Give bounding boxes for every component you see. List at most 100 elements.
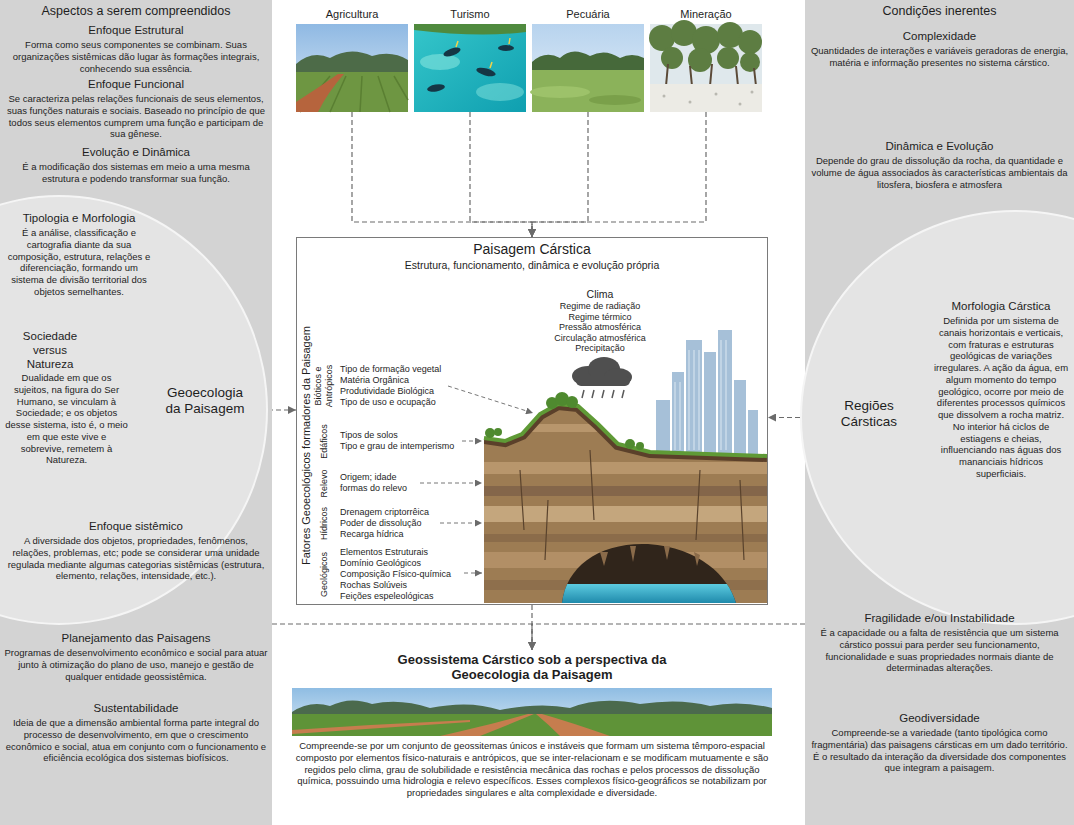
- section-heading: Dinâmica e Evolução: [809, 140, 1070, 154]
- aspects-panel: Geoecologia da Paisagem Aspectos a serem …: [0, 0, 272, 825]
- city-skyline: [718, 330, 732, 458]
- factor-item: Produtividade Biológica: [340, 386, 480, 397]
- box-title: Paisagem Cárstica: [297, 241, 767, 258]
- dashed-connector: [532, 624, 805, 650]
- karst-block: [636, 442, 644, 450]
- section-heading: Sociedade versus Natureza: [10, 330, 90, 371]
- rain-cloud: [572, 357, 632, 386]
- mining-photo: [689, 101, 692, 104]
- karst-block: [484, 534, 767, 542]
- photo-tile: Pecuária: [532, 8, 644, 112]
- section-heading: Enfoque Estrutural: [4, 24, 268, 38]
- city-skyline: [704, 352, 716, 458]
- city-skyline: [656, 400, 670, 458]
- tourism-photo: [456, 38, 510, 68]
- agriculture-photo: [296, 24, 408, 112]
- factor-item: Domínio Geológicos: [340, 558, 480, 569]
- karst-block: [484, 404, 767, 603]
- karst-block: [484, 462, 767, 474]
- section-text: É a análise, classificação e cartografia…: [4, 227, 154, 298]
- dashed-connector: [532, 112, 706, 237]
- livestock-photo: [530, 86, 590, 98]
- tourism-photo: [427, 83, 446, 93]
- section-text: Forma como seus componentes se combinam.…: [4, 39, 268, 74]
- factor-leader-lines: [464, 573, 482, 574]
- section-text: Quantidades de interações e variáveis ge…: [809, 45, 1070, 69]
- dashed-connector: [268, 409, 296, 410]
- mining-photo: [717, 47, 739, 69]
- city-skyline: [675, 340, 726, 450]
- rain-cloud: [576, 376, 630, 386]
- section-text: É a modificação dos sistemas em meio a u…: [4, 161, 268, 185]
- factor-category: Bióticos e Antrópicos: [313, 358, 335, 414]
- mining-photo: [649, 20, 762, 72]
- section-heading: Morfologia Cárstica: [933, 300, 1069, 314]
- section-heading: Evolução e Dinâmica: [4, 146, 268, 160]
- panorama-photo: [292, 714, 772, 736]
- section-heading: Enfoque sistêmico: [4, 520, 268, 534]
- karst-block: [484, 404, 767, 456]
- section-heading: Enfoque Funcional: [4, 78, 268, 92]
- karst-landscape-box: Paisagem CársticaEstrutura, funcionament…: [296, 237, 768, 605]
- livestock-photo: [530, 24, 644, 112]
- dashed-connector: [470, 112, 532, 237]
- karst-block: [484, 404, 767, 456]
- dashed-connector: [768, 417, 800, 418]
- section-heading: Geodiversidade: [809, 712, 1070, 726]
- section-heading: Planejamento das Paisagens: [4, 632, 268, 646]
- factor-item: Tipo de formação vegetal: [340, 364, 480, 375]
- circle-label: Geoecologia da Paisagem: [160, 385, 250, 417]
- livestock-photo: [532, 24, 644, 112]
- factor-item: Tipo e grau de intemperismo: [340, 441, 480, 452]
- climate-factor: Circulação atmosférica: [520, 333, 680, 344]
- mining-photo: [650, 24, 762, 112]
- tourism-photo: [414, 24, 526, 35]
- tourism-photo: [414, 24, 526, 112]
- climate-factor: Regime térmico: [520, 312, 680, 323]
- factor-item: Elementos Estruturais: [340, 547, 480, 558]
- mining-photo: [649, 20, 762, 112]
- karst-block: [484, 506, 767, 522]
- karst-block: [484, 404, 767, 604]
- karst-block: [520, 450, 744, 560]
- factor-leader-lines: [420, 386, 533, 573]
- city-skyline: [734, 380, 746, 458]
- panel-heading: Aspectos a serem compreendidos: [4, 4, 268, 19]
- climate-factor: Regime de radiação: [520, 301, 680, 312]
- photo-caption: Pecuária: [532, 8, 644, 21]
- section-text: Ideia de que a dimensão ambiental forma …: [4, 717, 268, 764]
- rain-cloud: [572, 357, 632, 398]
- section-text: Dualidade em que os sujeitos, na figura …: [4, 372, 129, 466]
- circle-label: Regiões Cársticas: [824, 398, 914, 430]
- factor-item: Rochas Solúveis: [340, 580, 480, 591]
- mining-photo: [751, 91, 754, 94]
- tourism-photo: [475, 66, 496, 78]
- tourism-photo: [442, 46, 461, 59]
- panel-heading: Condições inerentes: [809, 4, 1070, 19]
- section-text: A diversidade dos objetos, propriedades,…: [4, 535, 268, 582]
- mining-photo: [650, 84, 762, 112]
- photo-caption: Turismo: [414, 8, 526, 21]
- factor-leader-lines: [448, 386, 533, 413]
- panorama-photo: [440, 714, 534, 736]
- tourism-photo: [420, 54, 460, 70]
- mining-photo: [661, 47, 683, 69]
- factor-item: Tipo de uso e ocupação: [340, 397, 480, 408]
- mining-photo: [666, 64, 756, 86]
- karst-block: [600, 546, 700, 566]
- section-heading: Complexidade: [809, 30, 1070, 44]
- mining-photo: [738, 30, 762, 54]
- section-text: Definida por um sistema de canais horizo…: [933, 315, 1069, 480]
- karst-block: [566, 396, 578, 408]
- factor-category: Relevo: [319, 453, 330, 513]
- section-heading: Fragilidade e/ou Instabilidade: [809, 612, 1070, 626]
- livestock-photo: [589, 95, 641, 105]
- karst-block: [560, 584, 740, 604]
- section-text: Depende do grau de dissolução da rocha, …: [809, 155, 1070, 190]
- photo-caption: Agricultura: [296, 8, 408, 21]
- karst-block: [625, 439, 635, 449]
- photo-tile: Turismo: [414, 8, 526, 112]
- tourism-photo: [498, 45, 514, 51]
- section-text: Programas de desenvolvimento econômico e…: [4, 647, 268, 682]
